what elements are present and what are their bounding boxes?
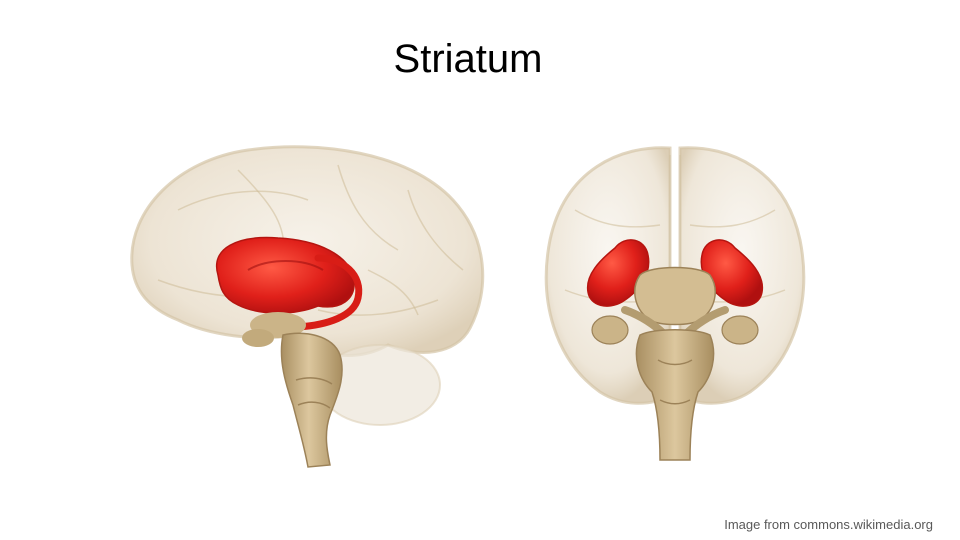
striatum-right <box>700 239 764 307</box>
image-credit: Image from commons.wikimedia.org <box>724 517 933 532</box>
striatum-left <box>586 239 650 307</box>
slide-title: Striatum <box>393 37 543 81</box>
brainstem <box>635 329 715 461</box>
sagittal-brain-image <box>130 145 485 468</box>
coronal-brain-image <box>544 146 806 461</box>
brainstem <box>280 332 343 468</box>
